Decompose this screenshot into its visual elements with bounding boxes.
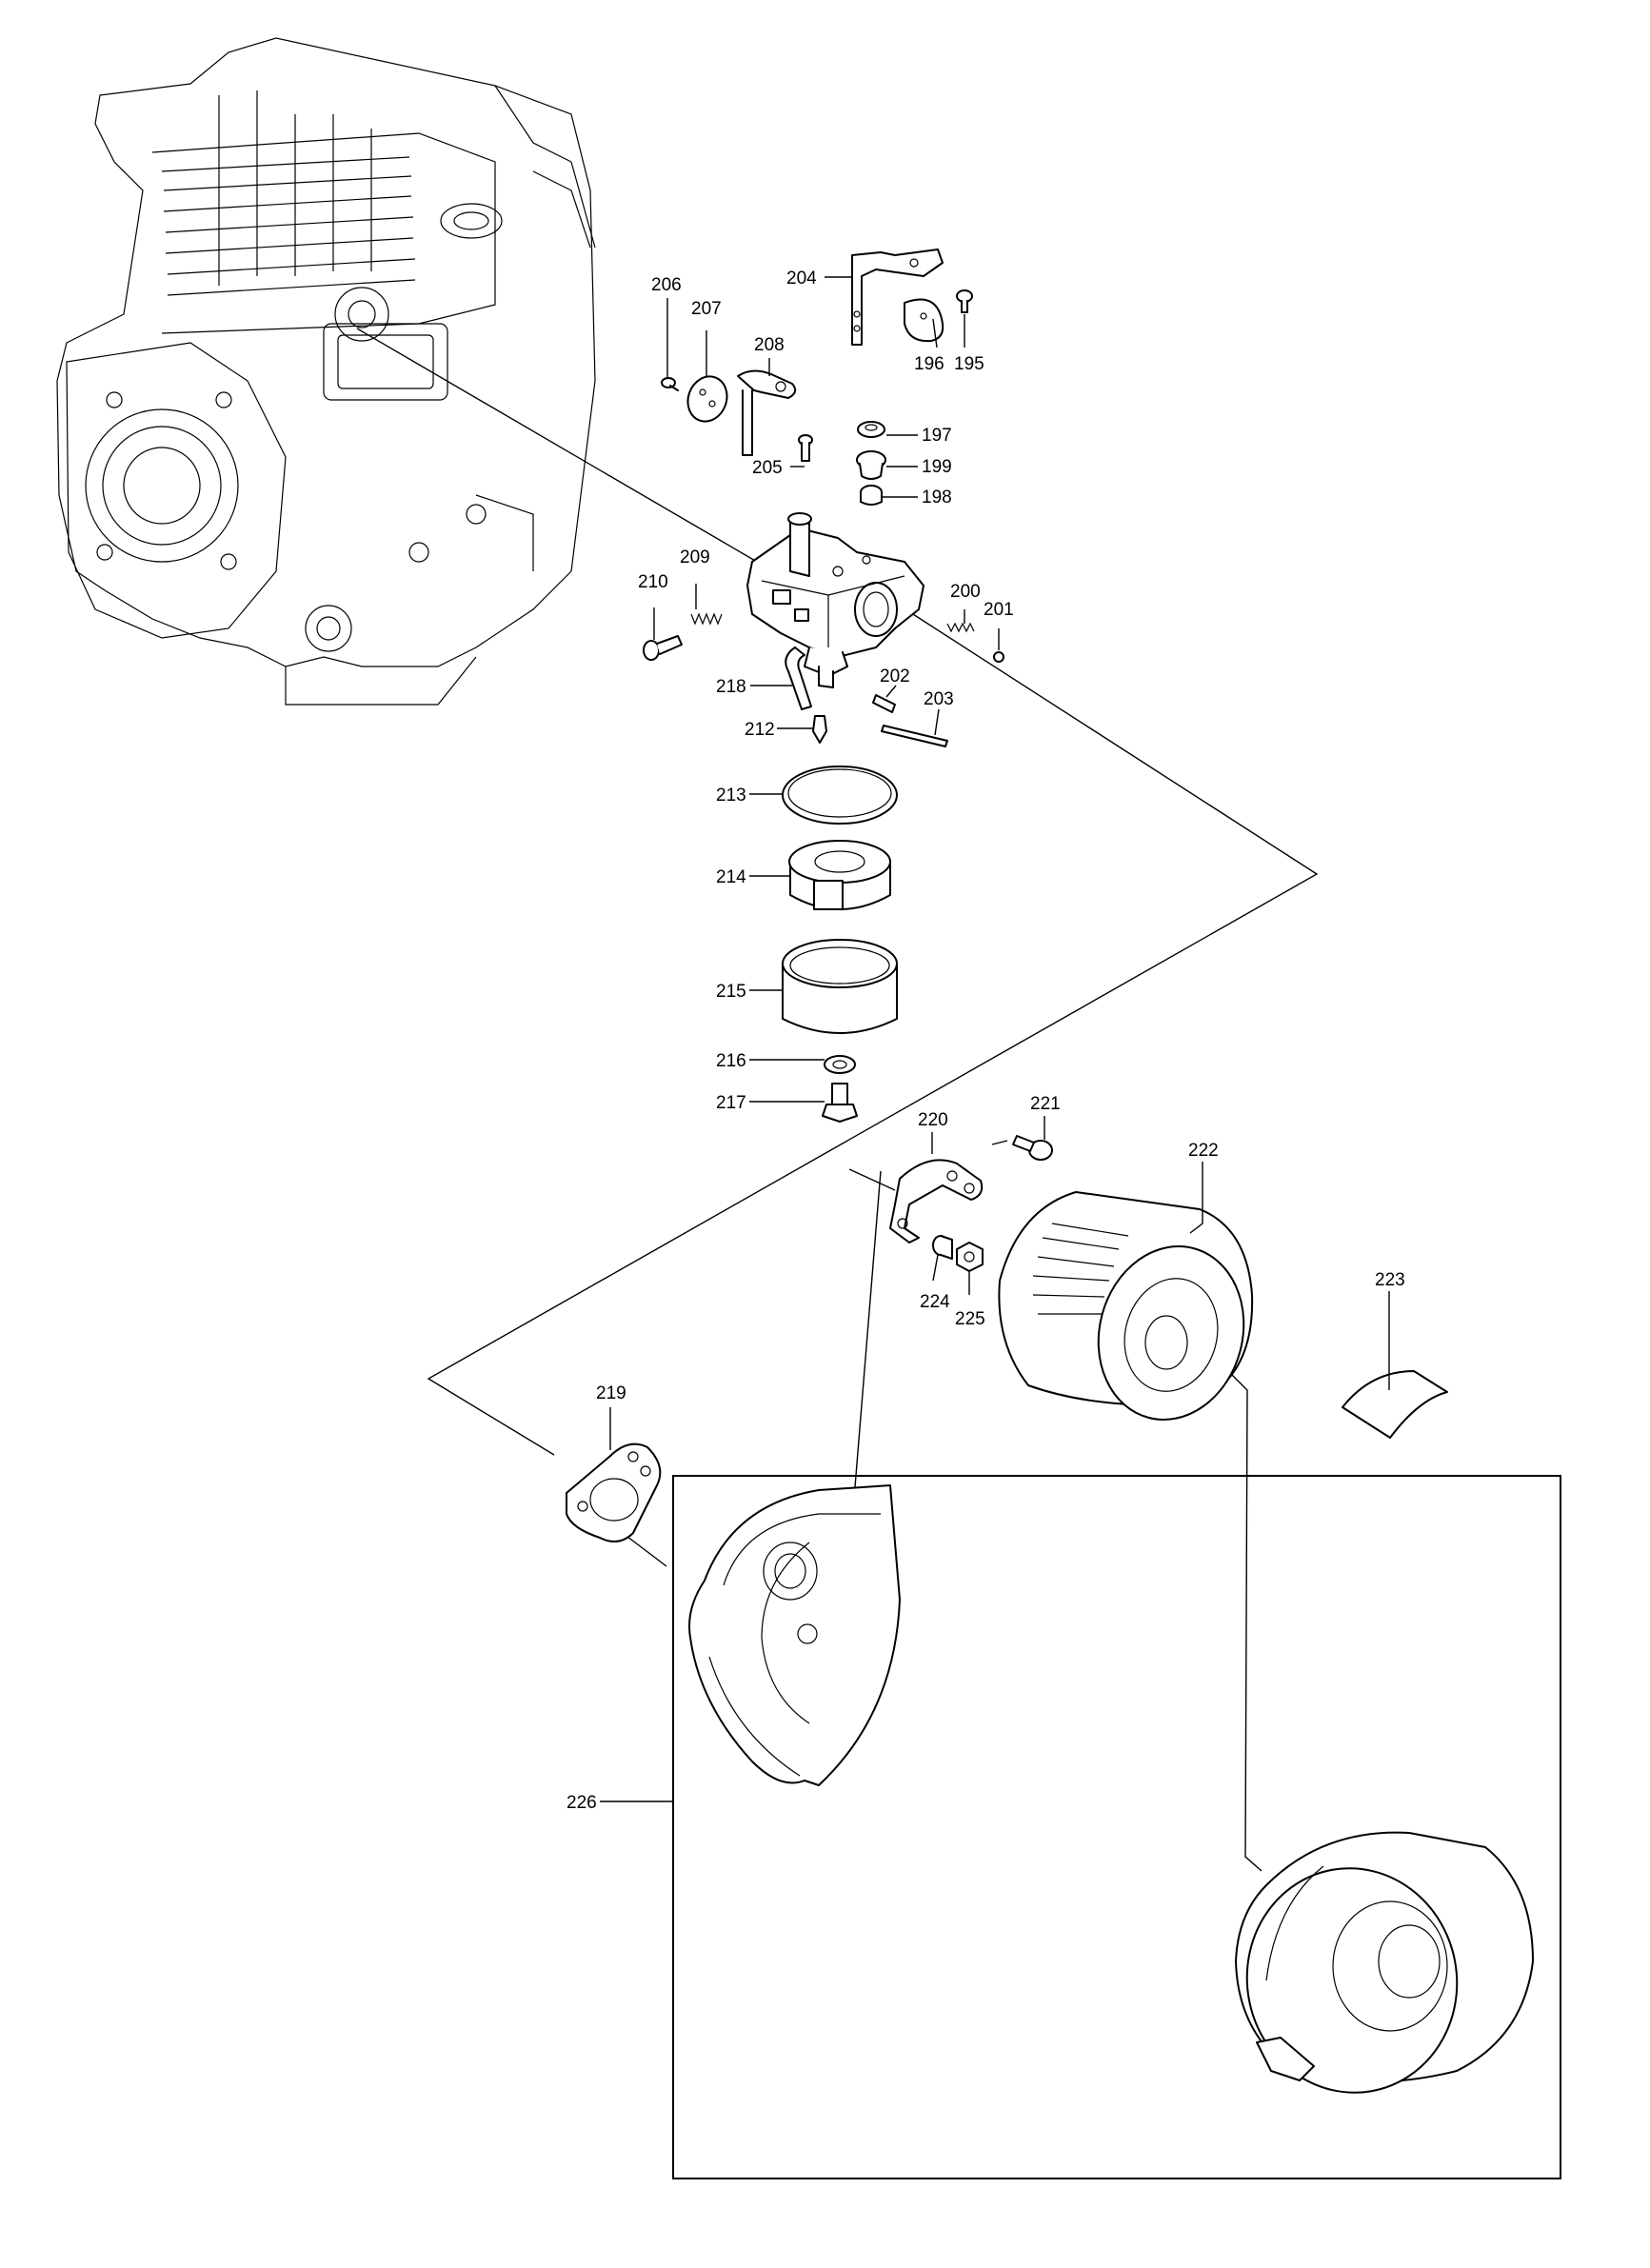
callout-223: 223 <box>1375 1270 1405 1290</box>
throttle-plate-hole <box>920 312 927 320</box>
callout-210: 210 <box>638 572 668 592</box>
callout-212: 212 <box>745 720 775 740</box>
shaft-203 <box>881 725 948 747</box>
callout-204: 204 <box>786 269 817 288</box>
float-needle <box>812 715 827 744</box>
callout-202: 202 <box>880 666 910 686</box>
callout-213: 213 <box>716 786 746 806</box>
gasket-219 <box>566 1442 662 1542</box>
callout-222: 222 <box>1188 1141 1219 1161</box>
plug-199 <box>856 450 886 480</box>
engine-block-outline <box>56 37 596 706</box>
spring-209 <box>690 612 723 626</box>
air-filter-element <box>998 1191 1254 1421</box>
pin-202 <box>872 694 896 713</box>
assembly-226-box <box>672 1475 1561 2179</box>
callout-218: 218 <box>716 677 746 697</box>
float-bowl-215 <box>782 939 898 1034</box>
callout-225: 225 <box>955 1309 985 1329</box>
float-214 <box>788 840 891 910</box>
carburetor-body <box>746 512 924 688</box>
bolt-221 <box>1012 1135 1053 1161</box>
callout-226: 226 <box>567 1793 597 1813</box>
screw-206 <box>661 377 679 391</box>
callout-198: 198 <box>922 487 952 507</box>
callout-207: 207 <box>691 299 722 319</box>
fuel-tube <box>785 647 812 710</box>
screw-210 <box>643 635 683 661</box>
callout-197: 197 <box>922 426 952 446</box>
callout-labels: 204 206 207 208 196 195 197 205 199 198 … <box>567 269 1405 1813</box>
callout-221: 221 <box>1030 1094 1061 1114</box>
callout-199: 199 <box>922 457 952 477</box>
callout-205: 205 <box>752 458 783 478</box>
callout-215: 215 <box>716 982 746 1002</box>
throttle-plate <box>904 298 944 343</box>
callout-217: 217 <box>716 1093 746 1113</box>
callout-200: 200 <box>950 582 981 602</box>
bracket-220 <box>889 1159 984 1243</box>
callout-203: 203 <box>924 689 954 709</box>
nut-225 <box>956 1242 984 1272</box>
callout-196: 196 <box>914 354 944 374</box>
bushing-198 <box>860 485 883 506</box>
callout-209: 209 <box>680 547 710 567</box>
screw-205 <box>798 434 813 462</box>
callout-206: 206 <box>651 275 682 295</box>
gasket-216 <box>824 1055 856 1074</box>
o-ring-213 <box>782 766 898 825</box>
callout-216: 216 <box>716 1051 746 1071</box>
choke-plate <box>686 375 728 423</box>
collar-224 <box>932 1235 953 1260</box>
callout-195: 195 <box>954 354 984 374</box>
callout-219: 219 <box>596 1383 626 1403</box>
drain-bolt-217 <box>822 1083 858 1123</box>
callout-220: 220 <box>918 1110 948 1130</box>
callout-201: 201 <box>984 600 1014 620</box>
air-cleaner-base <box>688 1484 901 1786</box>
ball-201 <box>993 651 1004 663</box>
leader-lines <box>600 276 1390 1802</box>
throttle-lever <box>851 249 944 346</box>
callout-208: 208 <box>754 335 785 355</box>
choke-shaft <box>737 369 797 456</box>
callout-224: 224 <box>920 1292 950 1312</box>
screw-195 <box>956 289 973 313</box>
callout-214: 214 <box>716 867 746 887</box>
washer-197 <box>857 421 885 438</box>
spring-200 <box>946 622 975 633</box>
air-cleaner-cover <box>1235 1831 1534 2094</box>
label-sheet-223 <box>1342 1370 1448 1439</box>
